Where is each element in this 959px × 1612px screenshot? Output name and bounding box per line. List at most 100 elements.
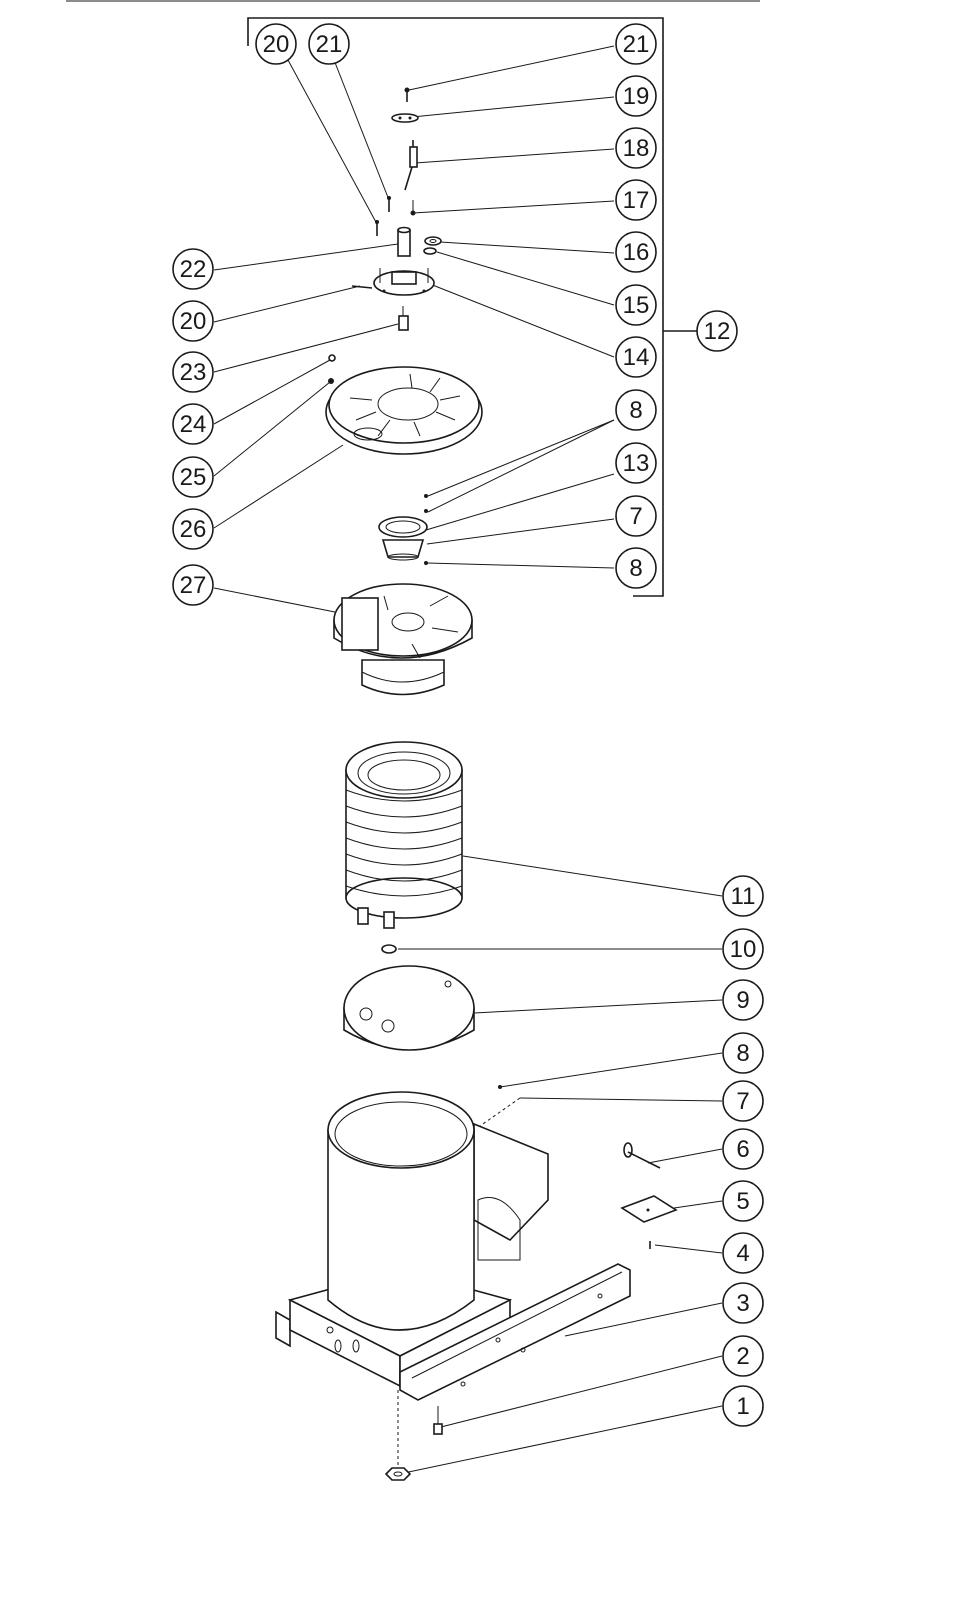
callout-label: 23	[180, 359, 207, 386]
assembly-bracket-12	[247, 17, 697, 597]
callout-5: 5	[722, 1180, 764, 1222]
callout-label: 27	[180, 572, 207, 599]
callout-label: 6	[736, 1136, 749, 1163]
callout-circle	[722, 875, 764, 917]
callout-circle	[615, 23, 657, 65]
callout-circle	[172, 300, 214, 342]
callout-label: 1	[736, 1393, 749, 1420]
callout-circle	[722, 928, 764, 970]
callout-label: 24	[180, 411, 207, 438]
callout-label: 20	[263, 31, 290, 58]
callout-circle	[722, 1282, 764, 1324]
callout-label: 8	[629, 397, 642, 424]
callout-circle	[172, 564, 214, 606]
callout-7: 7	[615, 495, 657, 537]
callout-circle	[255, 23, 297, 65]
callout-circle	[615, 547, 657, 589]
callout-21: 21	[615, 23, 657, 65]
burner-plate-part-14	[373, 268, 435, 296]
callout-8: 8	[722, 1032, 764, 1074]
callout-circle	[615, 389, 657, 431]
callout-label: 10	[730, 936, 757, 963]
callout-25: 25	[172, 456, 214, 498]
callout-label: 19	[623, 83, 650, 110]
bracket-part-19	[391, 113, 419, 123]
callout-8: 8	[615, 389, 657, 431]
plate-part-5	[620, 1195, 678, 1223]
callout-label: 26	[180, 516, 207, 543]
callout-circle	[172, 403, 214, 445]
callout-8: 8	[615, 547, 657, 589]
callout-label: 25	[180, 464, 207, 491]
mounting-rail-part-3	[399, 1263, 631, 1401]
callout-circle	[696, 310, 738, 352]
screw-part-21-left	[387, 196, 391, 212]
callout-23: 23	[172, 351, 214, 393]
callout-circle	[172, 456, 214, 498]
callout-14: 14	[615, 336, 657, 378]
callout-circle	[615, 284, 657, 326]
callout-label: 21	[316, 31, 343, 58]
callout-circle	[722, 1080, 764, 1122]
screw-part-20-left	[375, 220, 379, 236]
part-group-8-13-7	[378, 494, 428, 565]
callout-13: 13	[615, 442, 657, 484]
callout-16: 16	[615, 231, 657, 273]
callout-circle	[722, 1335, 764, 1377]
part-group-8-7-lower	[479, 1085, 521, 1127]
gasket-part-15	[423, 247, 437, 255]
callout-label: 17	[623, 187, 650, 214]
callout-label: 4	[736, 1240, 749, 1267]
callout-circle	[615, 336, 657, 378]
callout-circle	[615, 231, 657, 273]
callout-label: 2	[736, 1343, 749, 1370]
callout-7: 7	[722, 1080, 764, 1122]
callout-circle	[722, 979, 764, 1021]
callout-label: 22	[180, 256, 207, 283]
callout-label: 21	[623, 31, 650, 58]
callout-label: 15	[623, 292, 650, 319]
bolt-part-2	[433, 1406, 443, 1435]
callout-label: 11	[731, 883, 756, 910]
callout-circle	[615, 179, 657, 221]
callout-label: 8	[736, 1040, 749, 1067]
callout-label: 20	[180, 308, 207, 335]
callout-label: 14	[623, 344, 650, 371]
callout-4: 4	[722, 1232, 764, 1274]
callout-circle	[615, 495, 657, 537]
heat-exchanger-coil-part-11	[345, 741, 463, 929]
gasket-part-16	[424, 236, 442, 246]
callout-2: 2	[722, 1335, 764, 1377]
electrode-part-6	[623, 1142, 661, 1169]
callout-20: 20	[172, 300, 214, 342]
callout-label: 7	[629, 503, 642, 530]
callout-27: 27	[172, 564, 214, 606]
callout-label: 7	[736, 1088, 749, 1115]
o-ring-part-10	[381, 944, 397, 954]
callout-12: 12	[696, 310, 738, 352]
callout-1: 1	[722, 1385, 764, 1427]
nut-part-1	[384, 1467, 412, 1481]
callout-circle	[722, 1128, 764, 1170]
callout-11: 11	[722, 875, 764, 917]
callout-circle	[172, 351, 214, 393]
burner-disc-part-26	[325, 366, 483, 455]
callout-26: 26	[172, 508, 214, 550]
electrode-part-18	[404, 140, 418, 212]
washer-part-24	[328, 354, 336, 362]
callout-label: 8	[629, 555, 642, 582]
callout-circle	[615, 442, 657, 484]
leader-lines	[213, 45, 723, 1475]
screw-part-25	[328, 378, 334, 384]
callout-label: 9	[736, 987, 749, 1014]
callout-20: 20	[255, 23, 297, 65]
callout-circle	[615, 75, 657, 117]
callout-label: 13	[623, 450, 650, 477]
cover-disc-part-9	[343, 965, 475, 1051]
callout-circle	[722, 1232, 764, 1274]
chamber-part-27	[333, 583, 473, 696]
screw-part-20	[351, 285, 373, 289]
callout-17: 17	[615, 179, 657, 221]
callout-19: 19	[615, 75, 657, 117]
